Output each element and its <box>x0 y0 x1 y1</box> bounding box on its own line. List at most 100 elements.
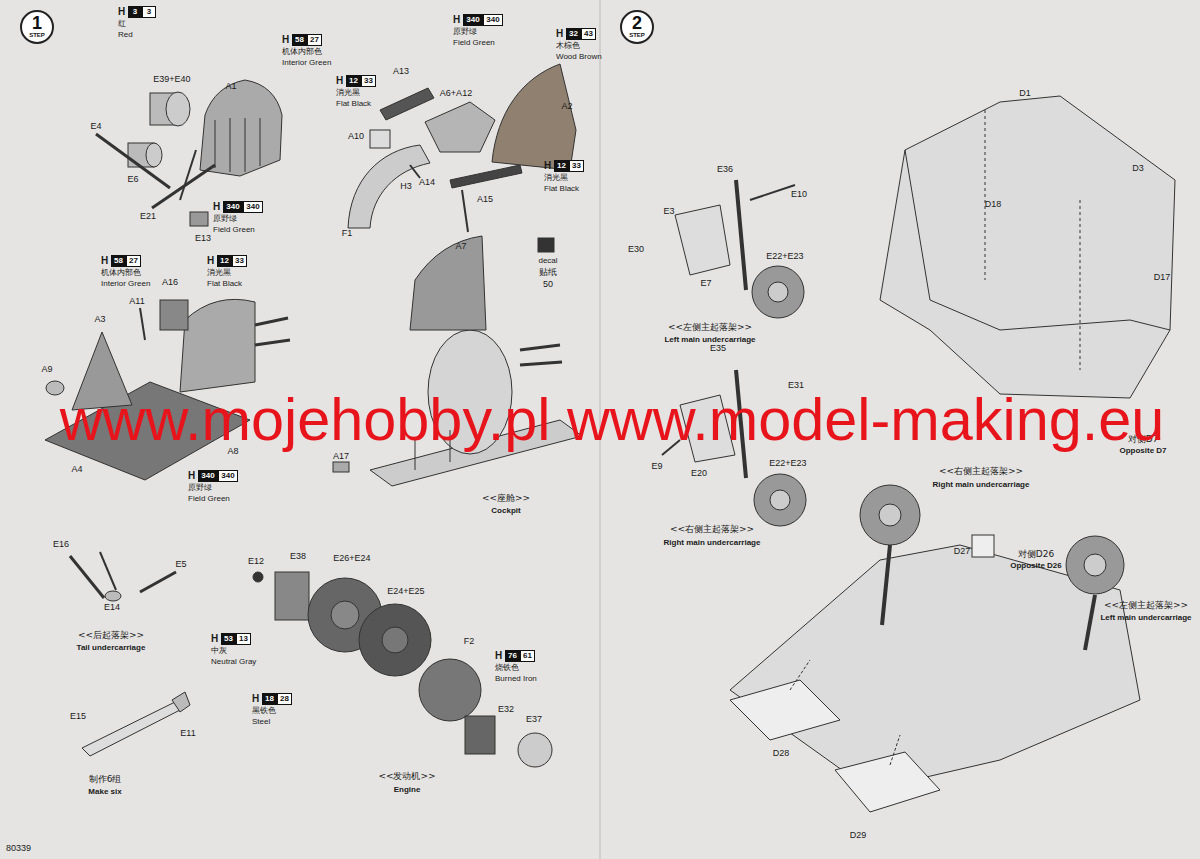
callout-number: A3 <box>94 314 105 324</box>
drawing-part <box>768 282 788 302</box>
drawing-part <box>253 572 263 582</box>
drawing-part <box>425 102 495 152</box>
paint-number: 61 <box>523 651 532 660</box>
label-text: 原野绿 <box>188 483 212 492</box>
paint-number: 340 <box>466 15 479 24</box>
drawing-part <box>730 680 840 740</box>
label-text: 消光黑 <box>544 173 568 182</box>
drawing-part <box>255 340 290 345</box>
lower-wing <box>730 485 1140 812</box>
drawing-part <box>166 92 190 126</box>
paint-number: 340 <box>246 202 259 211</box>
step1-bulkhead <box>96 80 282 226</box>
callout-number: E16 <box>53 539 69 549</box>
label-text: 贴纸 <box>539 267 557 277</box>
callout-number: E13 <box>195 233 211 243</box>
drawing-part <box>172 692 190 712</box>
callout-number: A17 <box>333 451 349 461</box>
drawing-part <box>82 702 180 756</box>
paint-code-box: 12 <box>554 160 569 172</box>
drawing-part <box>180 150 196 200</box>
callout-number: E36 <box>717 164 733 174</box>
paint-number: 340 <box>486 15 499 24</box>
label-text: 烧铁色 <box>495 663 519 672</box>
callout-number: D29 <box>850 830 867 840</box>
paint-code-alt-box: 33 <box>361 75 376 87</box>
label-text: 制作6组 <box>89 774 122 784</box>
paint-code-alt-box: 27 <box>126 255 141 267</box>
step-number: 1 <box>32 15 42 32</box>
paint-code-alt-box: 28 <box>277 693 292 705</box>
label-text: 原野绿 <box>453 27 477 36</box>
drawing-part <box>880 96 1175 398</box>
callout-number: A14 <box>419 177 435 187</box>
drawing-part <box>348 145 430 228</box>
paint-code-box: 32 <box>566 28 581 40</box>
paint-code: H <box>544 160 551 172</box>
step-number: 2 <box>632 15 642 32</box>
callout-number: E20 <box>691 468 707 478</box>
paint-number: 33 <box>364 76 373 85</box>
paint-code-alt-box: 43 <box>581 28 596 40</box>
callout-number: E38 <box>290 551 306 561</box>
paint-code: H <box>453 14 460 26</box>
label-text: Interior Green <box>282 58 331 67</box>
label-text: 木棕色 <box>556 41 580 50</box>
drawing-part <box>230 118 231 172</box>
callout-number: E4 <box>90 121 101 131</box>
paint-number: 33 <box>572 161 581 170</box>
paint-code-box: 18 <box>262 693 277 705</box>
callout-number: A6+A12 <box>440 88 472 98</box>
callout-number: E26+E24 <box>333 553 370 563</box>
callout-number: E14 <box>104 602 120 612</box>
drawing-part <box>890 735 900 765</box>
step-badge: 2STEP <box>620 10 654 44</box>
drawing-part <box>1066 536 1124 594</box>
callout-number: E12 <box>248 556 264 566</box>
paint-code-box: 76 <box>505 650 520 662</box>
paint-number: 3 <box>147 7 151 16</box>
paint-code: H <box>282 34 289 46</box>
callout-number: E10 <box>791 189 807 199</box>
drawing-part <box>105 591 121 601</box>
callout-number: A13 <box>393 66 409 76</box>
label-text: 红 <box>118 19 126 28</box>
paint-code-alt-box: 340 <box>218 470 238 482</box>
callout-number: E22+E23 <box>766 251 803 261</box>
callout-number: A7 <box>455 241 466 251</box>
callout-number: D17 <box>1154 272 1171 282</box>
label-text: Field Green <box>188 494 230 503</box>
drawing-part <box>146 143 162 167</box>
drawing-part <box>905 150 1170 330</box>
drawing-part <box>200 80 282 176</box>
label-text: 消光黑 <box>207 268 231 277</box>
callout-number: E35 <box>710 343 726 353</box>
callout-number: E22+E23 <box>769 458 806 468</box>
paint-code-alt-box: 61 <box>520 650 535 662</box>
paint-code: H <box>495 650 502 662</box>
callout-number: F1 <box>342 228 353 238</box>
callout-number: A15 <box>477 194 493 204</box>
paint-number: 12 <box>557 161 566 170</box>
drawing-part <box>879 504 901 526</box>
drawing-part <box>450 165 522 188</box>
paint-code: H <box>207 255 214 267</box>
label-text: Field Green <box>213 225 255 234</box>
drawing-part <box>100 552 116 590</box>
label-text: 中灰 <box>211 646 227 655</box>
paint-code-box: 58 <box>111 255 126 267</box>
label-text: Cockpit <box>491 506 520 515</box>
label-text: 对侧D26 <box>1018 549 1054 559</box>
drawing-part <box>245 118 246 172</box>
callout-number: D3 <box>1132 163 1144 173</box>
label-text: Opposite D26 <box>1010 561 1062 570</box>
step-badge: 1STEP <box>20 10 54 44</box>
label-text: Wood Brown <box>556 52 602 61</box>
paint-number: 58 <box>114 256 123 265</box>
drawing-part <box>835 752 940 812</box>
paint-code: H <box>336 75 343 87</box>
label-text: <<右侧主起落架>> <box>670 524 754 534</box>
drawing-part <box>790 660 810 690</box>
drawing-part <box>275 572 309 620</box>
callout-number: A1 <box>225 81 236 91</box>
